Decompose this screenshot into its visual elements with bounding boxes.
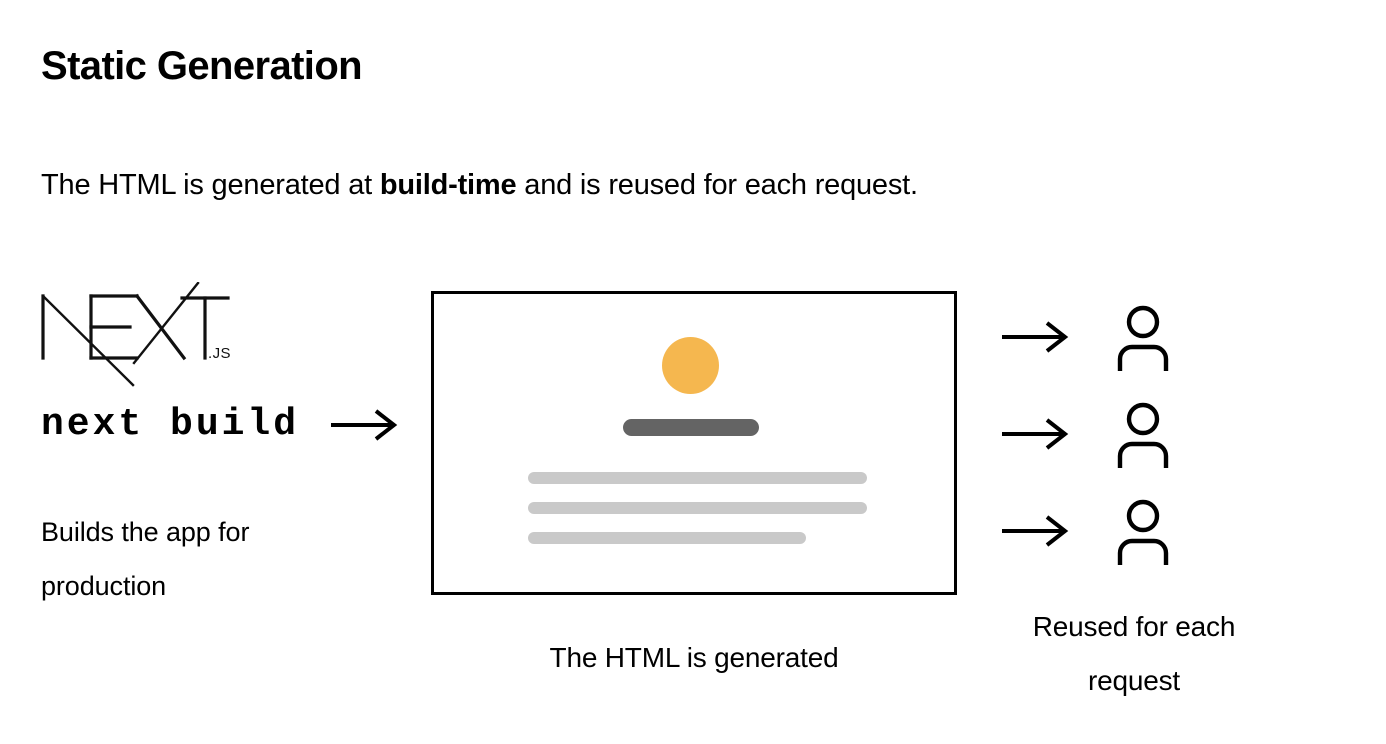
client-row <box>1000 494 1270 568</box>
client-row <box>1000 300 1270 374</box>
clients-group <box>1000 300 1270 568</box>
build-command-text: next build <box>41 403 300 446</box>
subtitle-text-bold: build-time <box>379 169 517 201</box>
generated-page-caption: The HTML is generated <box>549 642 839 673</box>
clients-caption-line-2: request <box>1088 665 1180 696</box>
mock-text-line <box>528 502 867 514</box>
build-description-line-2: production <box>41 571 167 601</box>
clients-caption: Reused for each request <box>978 600 1290 708</box>
user-icon <box>1117 305 1169 371</box>
svg-text:.JS: .JS <box>208 345 231 362</box>
arrow-right-icon <box>1002 515 1069 547</box>
mock-heading-bar <box>623 419 759 436</box>
client-row <box>1000 397 1270 471</box>
subtitle-text-before: The HTML is generated at <box>41 169 380 201</box>
generated-page-mock <box>431 291 957 595</box>
subtitle-text-after: and is reused for each request. <box>516 169 918 201</box>
mock-text-line <box>528 532 806 544</box>
arrow-right-icon <box>331 409 398 441</box>
nextjs-logo: .JS <box>38 282 238 387</box>
build-description-line-1: Builds the app for <box>41 517 250 547</box>
mock-avatar-circle <box>662 337 719 394</box>
build-command-row: next build <box>41 406 401 444</box>
clients-caption-line-1: Reused for each <box>1032 611 1236 642</box>
page-title: Static Generation <box>41 44 363 88</box>
mock-text-line <box>528 472 867 484</box>
page-subtitle: The HTML is generated at build-time and … <box>41 168 918 203</box>
arrow-right-icon <box>1002 321 1069 353</box>
nextjs-logo-svg: .JS <box>41 282 231 387</box>
build-description: Builds the app for production <box>41 505 341 613</box>
arrow-right-icon <box>1002 418 1069 450</box>
user-icon <box>1117 402 1169 468</box>
user-icon <box>1117 499 1169 565</box>
